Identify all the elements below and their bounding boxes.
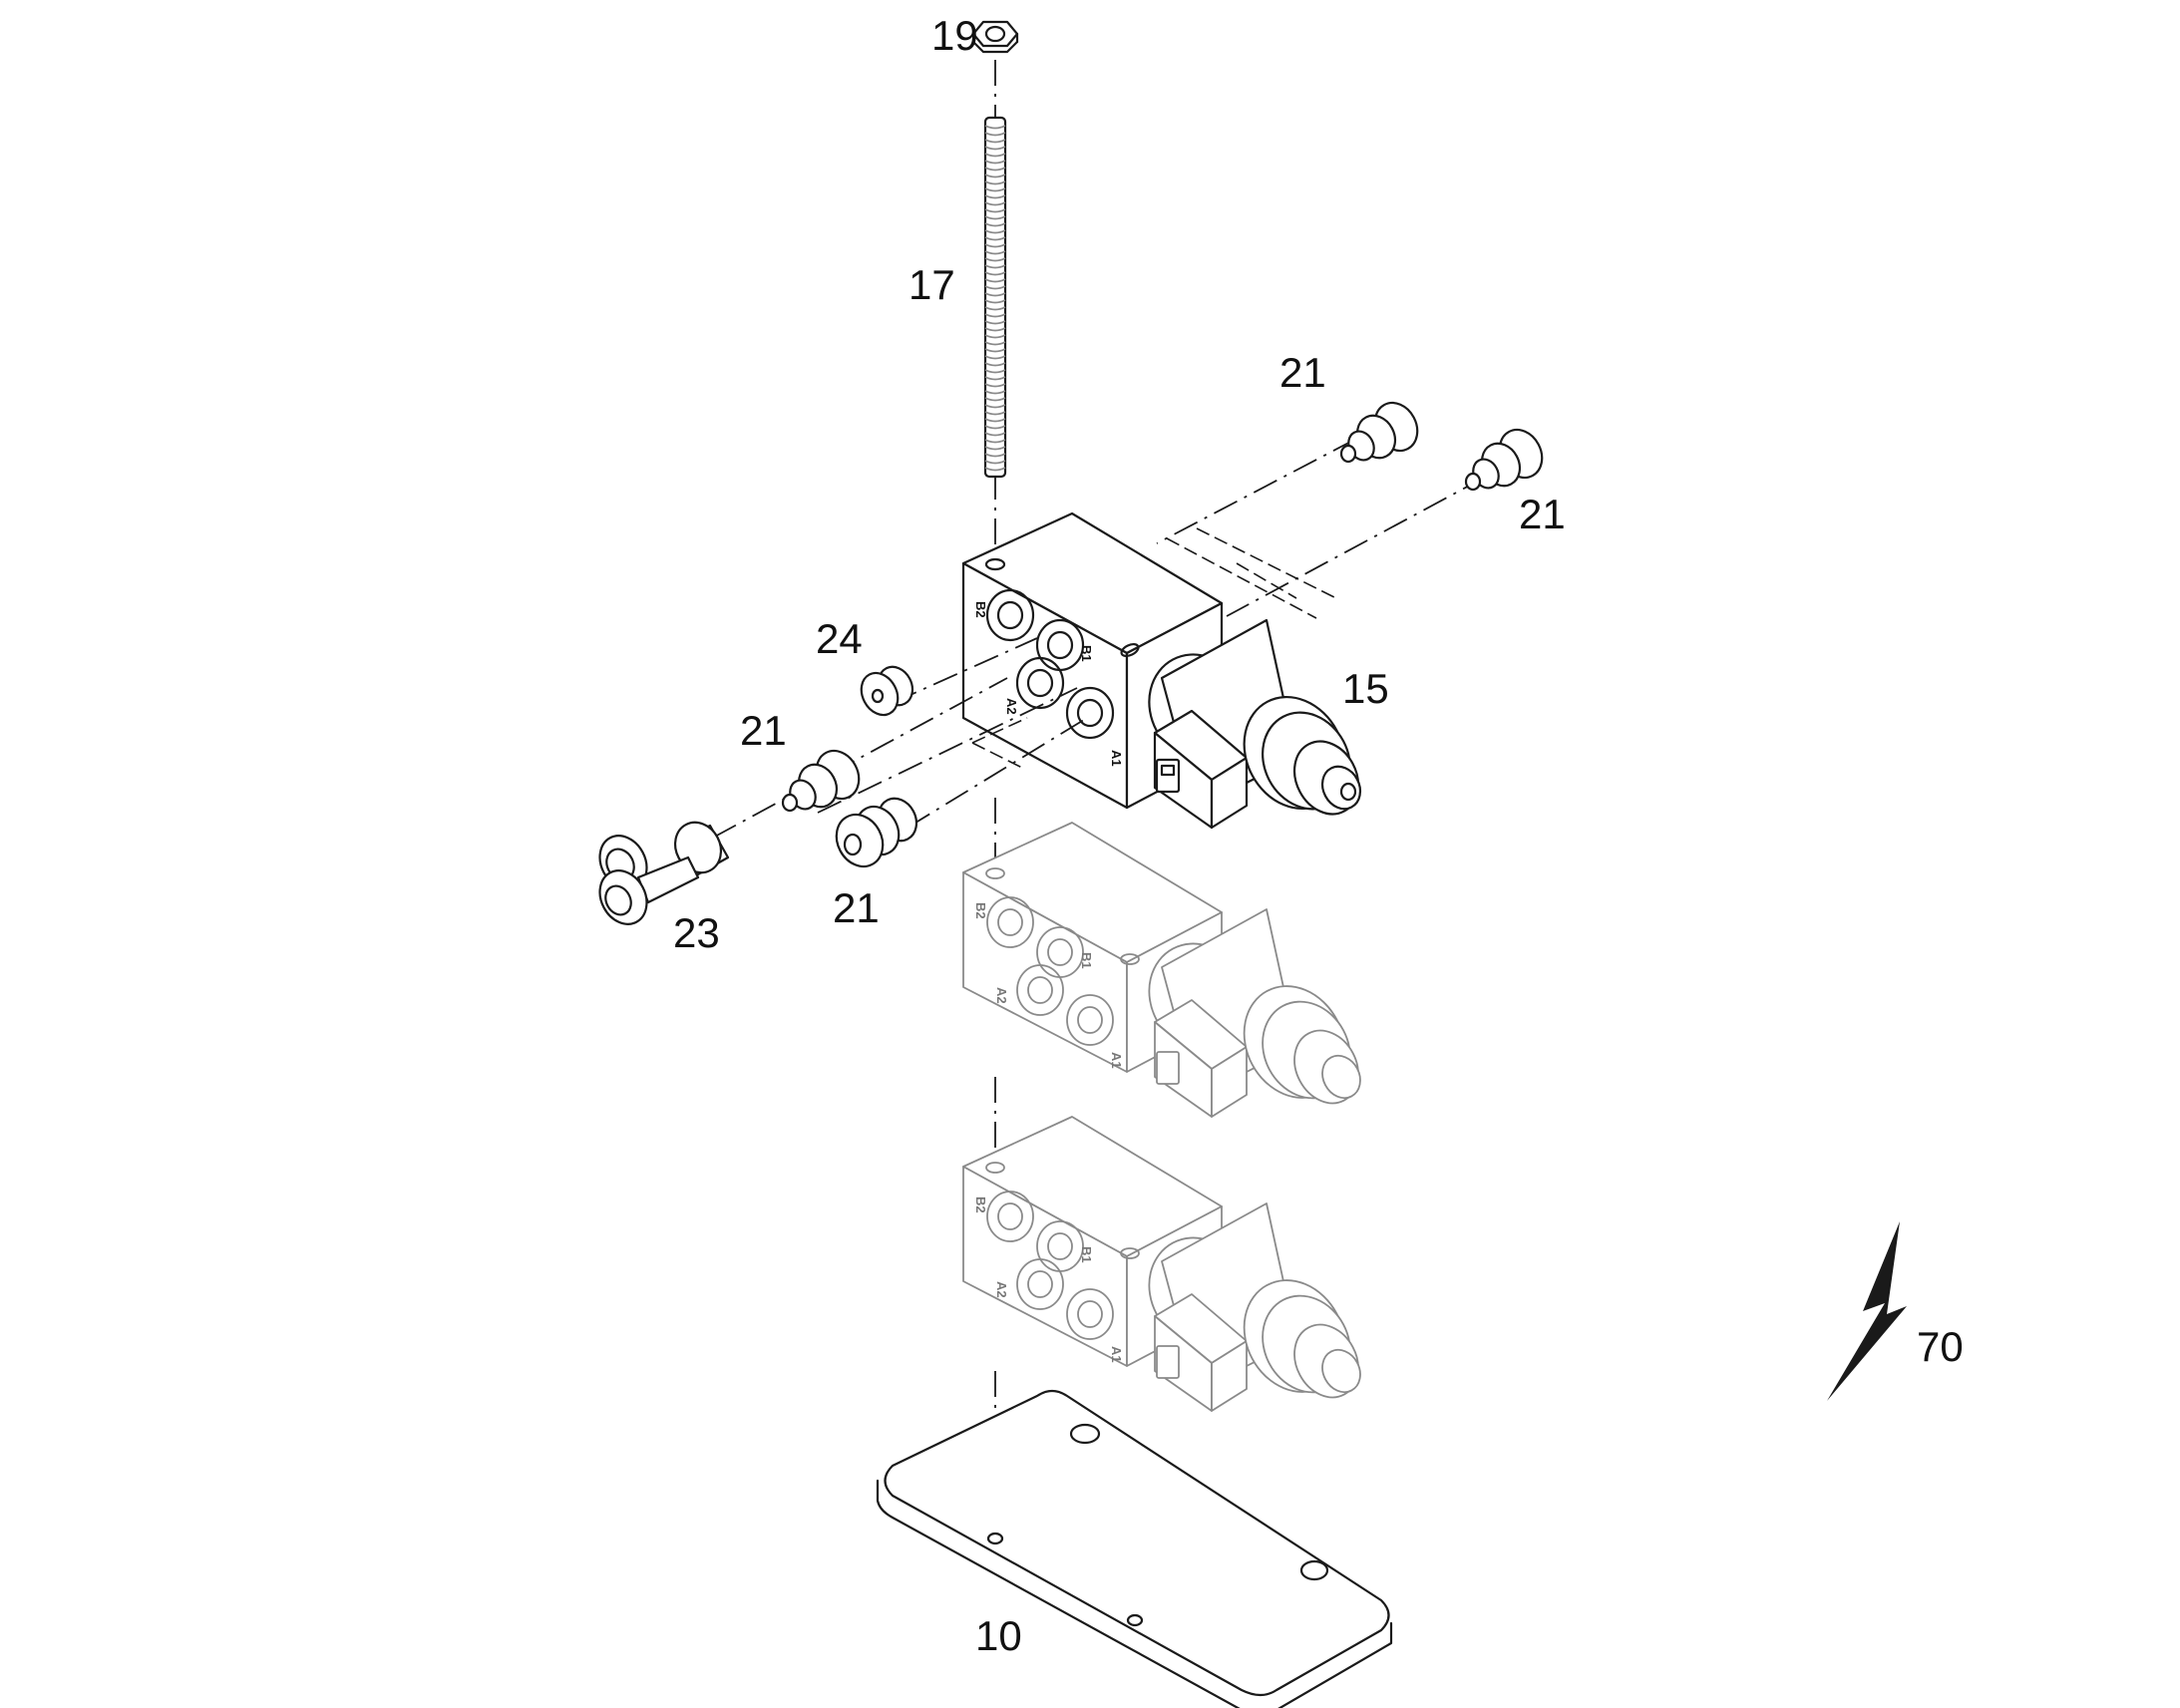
callout-17: 17 [908, 261, 955, 308]
callout-24: 24 [816, 615, 863, 662]
port-label-b1: B1 [1079, 645, 1094, 662]
threaded-stud-part [983, 116, 1007, 479]
fitting-21-bottom [835, 797, 918, 868]
assembly-guide-lines [712, 438, 1487, 839]
fitting-21-left [781, 749, 861, 813]
callout-21-right: 21 [1519, 491, 1566, 537]
callout-19: 19 [931, 12, 978, 59]
callout-21-top: 21 [1279, 349, 1326, 396]
port-label-b1: B1 [1079, 952, 1094, 969]
port-label-b2: B2 [973, 1196, 988, 1213]
hex-nut-part [971, 20, 1019, 54]
port-label-b2: B2 [973, 601, 988, 618]
callout-21-left: 21 [740, 707, 787, 754]
port-label-a1: A1 [1109, 1346, 1124, 1363]
callout-70: 70 [1917, 1323, 1964, 1370]
solenoid-valve-bottom: B2 B1 A2 A1 [962, 1116, 1361, 1412]
banjo-fitting-23-part [598, 821, 730, 925]
lightning-bolt-icon [1827, 1221, 1907, 1401]
port-label-b1: B1 [1079, 1246, 1094, 1263]
callout-23: 23 [673, 909, 720, 956]
port-label-b2: B2 [973, 902, 988, 919]
solenoid-valve-top: B2 B1 A2 A1 [961, 512, 1362, 830]
fitting-21-right [1464, 428, 1544, 492]
callout-labels: 19 17 21 21 24 15 21 21 23 10 70 [673, 12, 1964, 1659]
fitting-21-top [1339, 401, 1419, 464]
port-label-a2: A2 [1004, 698, 1019, 715]
plug-24-part [860, 665, 914, 717]
port-label-a2: A2 [994, 1281, 1009, 1298]
port-label-a1: A1 [1109, 750, 1124, 767]
solenoid-valve-middle: B2 B1 A2 A1 [962, 822, 1361, 1118]
callout-10: 10 [975, 1612, 1022, 1659]
port-label-a2: A2 [994, 987, 1009, 1004]
callout-15: 15 [1342, 665, 1389, 712]
port-label-a1: A1 [1109, 1052, 1124, 1069]
base-plate-part [876, 1389, 1393, 1708]
callout-21-bottom: 21 [833, 884, 880, 931]
